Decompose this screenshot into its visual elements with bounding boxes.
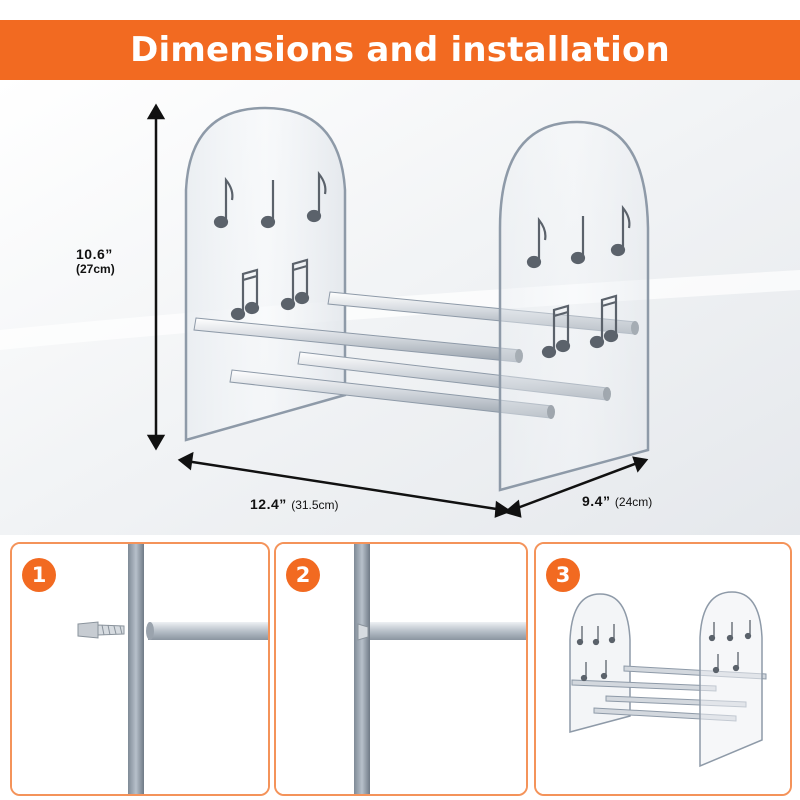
step-card-2: 2 [274, 542, 528, 796]
music-note-icon [213, 170, 327, 321]
screw-icon [77, 621, 125, 639]
height-dimension-line [146, 103, 166, 451]
depth-dimension-line [503, 456, 649, 518]
depth-label: 9.4” (24cm) [582, 493, 652, 511]
acrylic-panel-edge [354, 544, 370, 794]
music-note-icon [576, 620, 752, 682]
rod [148, 622, 268, 640]
step-number-1: 1 [22, 558, 56, 592]
rack-drawing [0, 80, 800, 535]
width-metric: (31.5cm) [291, 498, 339, 512]
width-value: 12.4” [250, 496, 287, 512]
width-dimension-line [177, 451, 512, 518]
music-note-icon [526, 204, 631, 359]
page-title: Dimensions and installation [130, 30, 670, 70]
rod [370, 622, 526, 640]
step-3-illustration [536, 544, 790, 794]
screw-head-icon [357, 623, 369, 641]
height-metric: (27cm) [76, 262, 115, 276]
step-card-3: 3 [534, 542, 792, 796]
step-2-illustration [276, 544, 526, 794]
step-card-1: 1 [10, 542, 270, 796]
depth-metric: (24cm) [614, 495, 653, 509]
height-label: 10.6” (27cm) [76, 246, 115, 276]
step-number-2: 2 [286, 558, 320, 592]
width-label: 12.4” (31.5cm) [250, 496, 339, 514]
acrylic-panel-edge [128, 544, 144, 794]
right-acrylic-panel [699, 591, 763, 768]
right-acrylic-panel [498, 120, 650, 492]
product-illustration: 10.6” (27cm) 12.4” (31.5cm) 9.4” (24cm) [0, 80, 800, 535]
height-value: 10.6” [76, 246, 113, 262]
step-number-3: 3 [546, 558, 580, 592]
step-1-illustration [12, 544, 268, 794]
title-banner: Dimensions and installation [0, 20, 800, 80]
depth-value: 9.4” [582, 493, 611, 509]
